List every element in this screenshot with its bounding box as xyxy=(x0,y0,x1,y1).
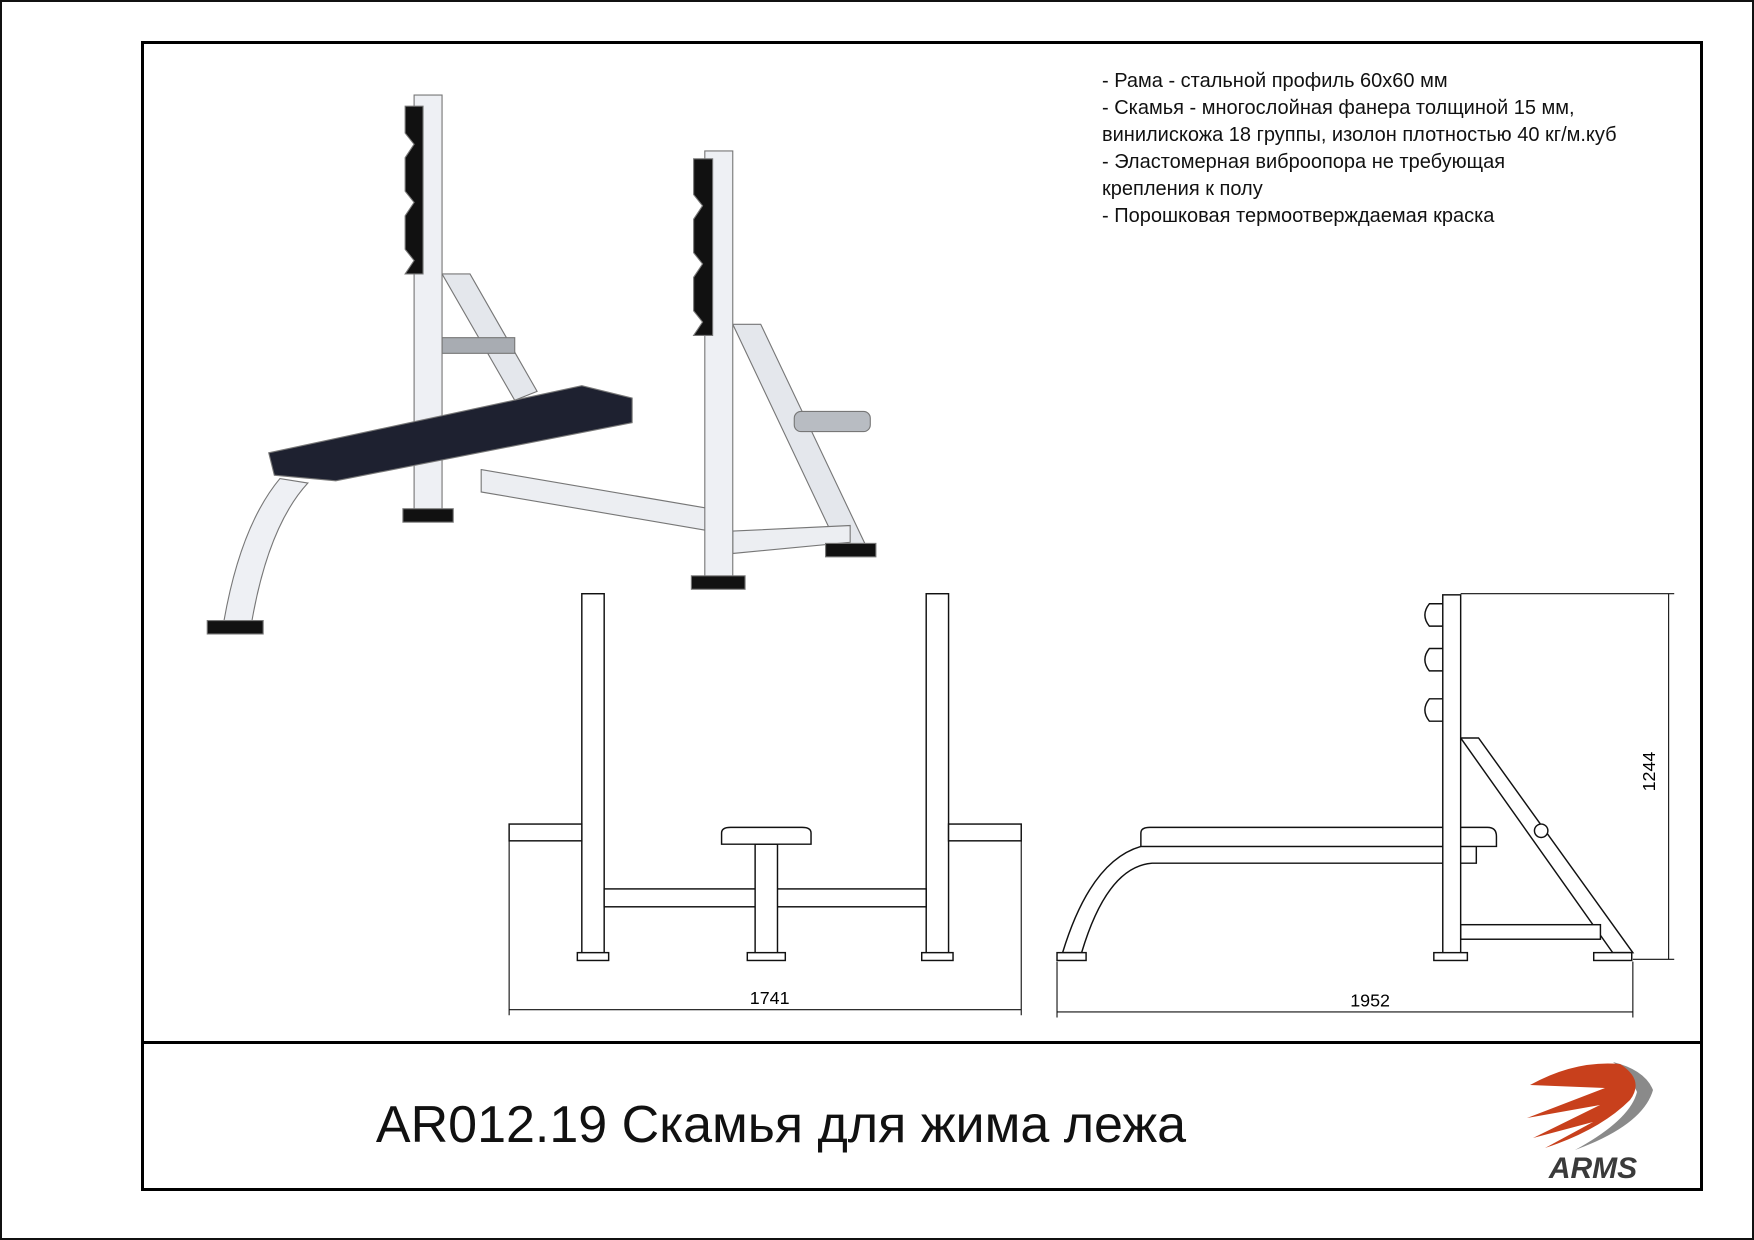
drawing-frame xyxy=(141,41,1703,1191)
dimension-length: 1952 xyxy=(1350,990,1390,1010)
product-title: AR012.19 Скамья для жима лежа xyxy=(375,1096,1187,1154)
right-hook-icon xyxy=(692,158,714,336)
spec-line: - Эластомерная виброопора не требующая xyxy=(1102,151,1506,173)
front-view xyxy=(508,592,1022,962)
dimension-height: 1244 xyxy=(1639,752,1659,792)
spec-line: - Рама - стальной профиль 60х60 мм xyxy=(1102,70,1448,92)
spec-line: винилискожа 18 группы, изолон плотностью… xyxy=(1102,124,1617,146)
logo-text: ARMS xyxy=(1548,1152,1637,1185)
spec-list: - Рама - стальной профиль 60х60 мм - Ска… xyxy=(1102,68,1617,230)
dimension-width: 1741 xyxy=(750,988,790,1008)
spec-line: - Скамья - многослойная фанера толщиной … xyxy=(1102,97,1575,119)
spec-line: - Порошковая термоотверждаемая краска xyxy=(1102,205,1495,227)
arms-logo: ARMS xyxy=(1527,1062,1653,1185)
spec-line: крепления к полу xyxy=(1102,178,1263,200)
left-hook-icon xyxy=(404,105,424,275)
dimension-lines xyxy=(508,593,1675,1018)
side-view xyxy=(1056,594,1635,962)
bench-3d-render xyxy=(206,94,877,635)
title-block-divider xyxy=(141,1041,1703,1044)
